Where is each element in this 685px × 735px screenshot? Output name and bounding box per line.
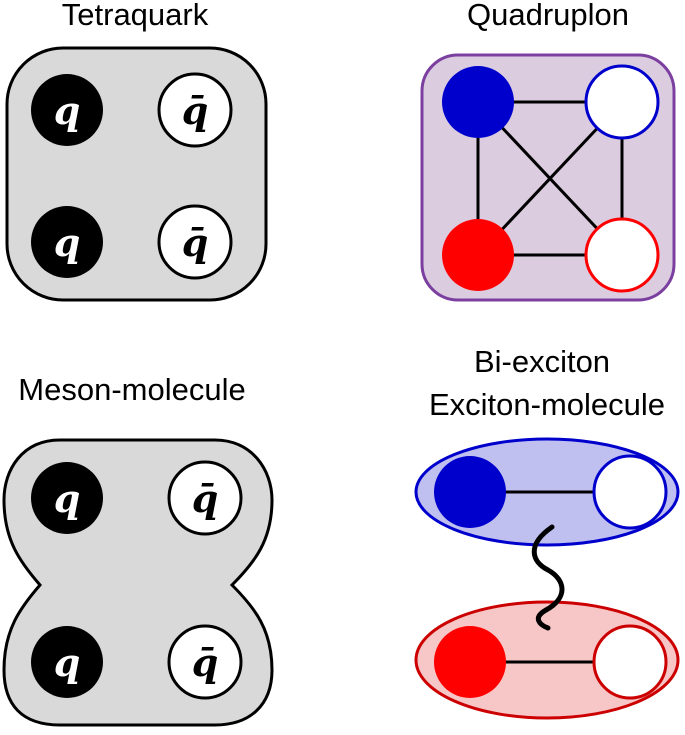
- quark-circle: [31, 626, 103, 698]
- antiquark-circle: [167, 624, 243, 700]
- antiquark-circle: [167, 460, 243, 536]
- quark-label: q: [54, 640, 81, 685]
- meson-molecule-panel: Meson-molecule q q̄ q q̄: [2, 372, 274, 727]
- antiquark-label: q̄: [192, 476, 219, 521]
- tetraquark-title: Tetraquark: [62, 0, 209, 32]
- quark-circle: [31, 462, 103, 534]
- antiquark-label: q̄: [192, 640, 219, 685]
- antiquark-label: q̄: [182, 220, 209, 265]
- hole-circle: [592, 454, 668, 530]
- quark-label: q: [54, 220, 81, 265]
- hole-circle: [584, 217, 660, 293]
- quark-circle: [31, 206, 103, 278]
- quadruplon-panel: Quadruplon: [420, 0, 676, 302]
- quark-label: q: [54, 476, 81, 521]
- quark-label: q: [54, 88, 81, 133]
- tetraquark-panel: Tetraquark q q̄ q q̄: [5, 0, 268, 302]
- electron-circle: [442, 66, 514, 138]
- biexciton-panel: Bi-exciton Exciton-molecule: [414, 344, 680, 720]
- antiquark-label: q̄: [182, 88, 209, 133]
- biexciton-title-line1: Bi-exciton: [474, 344, 610, 379]
- electron-circle: [434, 456, 506, 528]
- quark-circle: [31, 74, 103, 146]
- hole-circle: [592, 624, 668, 700]
- meson-molecule-title: Meson-molecule: [18, 372, 245, 407]
- hole-circle: [584, 64, 660, 140]
- electron-circle: [442, 219, 514, 291]
- electron-circle: [434, 626, 506, 698]
- wavy-interaction-line: [531, 524, 565, 631]
- quadruplon-title: Quadruplon: [467, 0, 629, 32]
- antiquark-circle: [157, 72, 233, 148]
- antiquark-circle: [157, 204, 233, 280]
- biexciton-title-line2: Exciton-molecule: [429, 387, 665, 422]
